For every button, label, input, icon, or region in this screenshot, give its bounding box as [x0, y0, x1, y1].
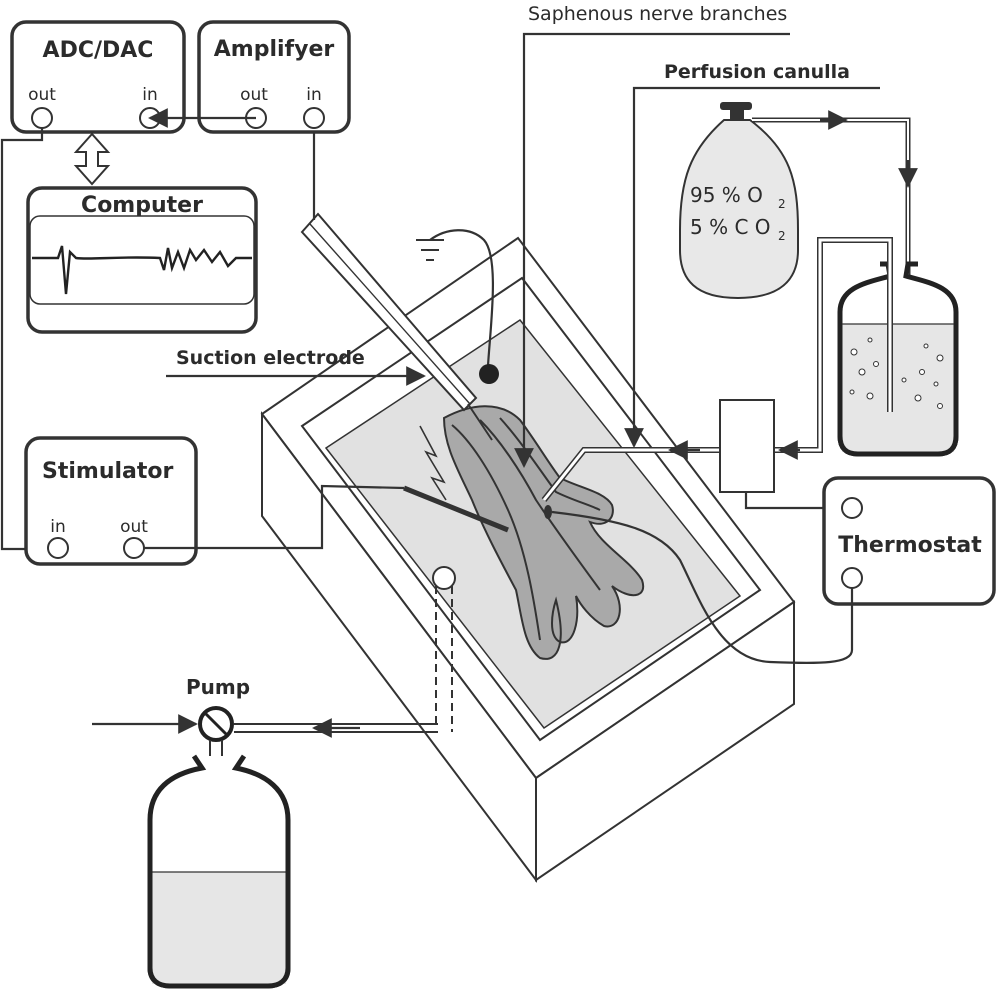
adc-to-stimulator-wire: [0, 128, 48, 559]
gas-co2-sub: 2: [778, 229, 786, 243]
ground-electrode: [416, 229, 499, 384]
amp-in-label: in: [306, 85, 322, 105]
adc-in-label: in: [142, 85, 158, 105]
stimulator-to-electrode-wire: [144, 484, 405, 550]
data-link-arrow: [73, 132, 111, 186]
saphenous-label: Saphenous nerve branches: [528, 3, 787, 25]
bath-outlet: [432, 566, 456, 732]
thermostat-port-2: [841, 567, 863, 589]
perfusion-label: Perfusion canulla: [664, 61, 850, 83]
computer-box: Computer: [26, 186, 258, 334]
pump-symbol: [198, 706, 234, 742]
gas-o2-label: 95 % O: [690, 183, 763, 207]
thermostat-probe-wire: [551, 510, 854, 665]
amp-out-label: out: [240, 85, 268, 105]
stimulator-box: Stimulator in out: [24, 436, 198, 566]
suction-electrode: [300, 106, 493, 441]
stimulator-label: Stimulator: [42, 459, 174, 484]
skin-nerve-preparation: [442, 405, 645, 660]
stim-in-port: [47, 537, 69, 559]
gas-tank: 95 % O 2 5 % C O 2: [679, 102, 799, 300]
adc-dac-box: ADC/DAC out in: [10, 20, 186, 134]
thermostat-box: Thermostat: [822, 476, 996, 606]
stim-out-label: out: [120, 517, 148, 537]
stimulating-electrode: [403, 425, 509, 533]
suction-electrode-label: Suction electrode: [176, 347, 365, 369]
gas-co2-label: 5 % C O: [690, 215, 771, 239]
gas-o2-sub: 2: [778, 197, 786, 211]
stim-out-port: [123, 537, 145, 559]
perfusate-reservoir: [837, 261, 959, 457]
thermostat-port-1: [841, 497, 863, 519]
waste-reservoir: [147, 754, 291, 989]
adc-out-label: out: [28, 85, 56, 105]
pump-label: Pump: [186, 675, 250, 699]
computer-label: Computer: [81, 193, 203, 218]
amp-in-port: [303, 107, 325, 129]
adc-out-port: [31, 107, 53, 129]
recorded-trace: [32, 245, 252, 295]
heat-exchanger: [719, 399, 775, 493]
saphenous-leader: [514, 32, 790, 468]
amplifyer-label: Amplifyer: [214, 37, 335, 62]
stim-in-label: in: [50, 517, 66, 537]
adc-dac-label: ADC/DAC: [43, 38, 154, 63]
perfusion-leader: [624, 86, 880, 448]
amplifyer-box: Amplifyer out in: [197, 20, 351, 134]
thermostat-label: Thermostat: [838, 533, 982, 558]
